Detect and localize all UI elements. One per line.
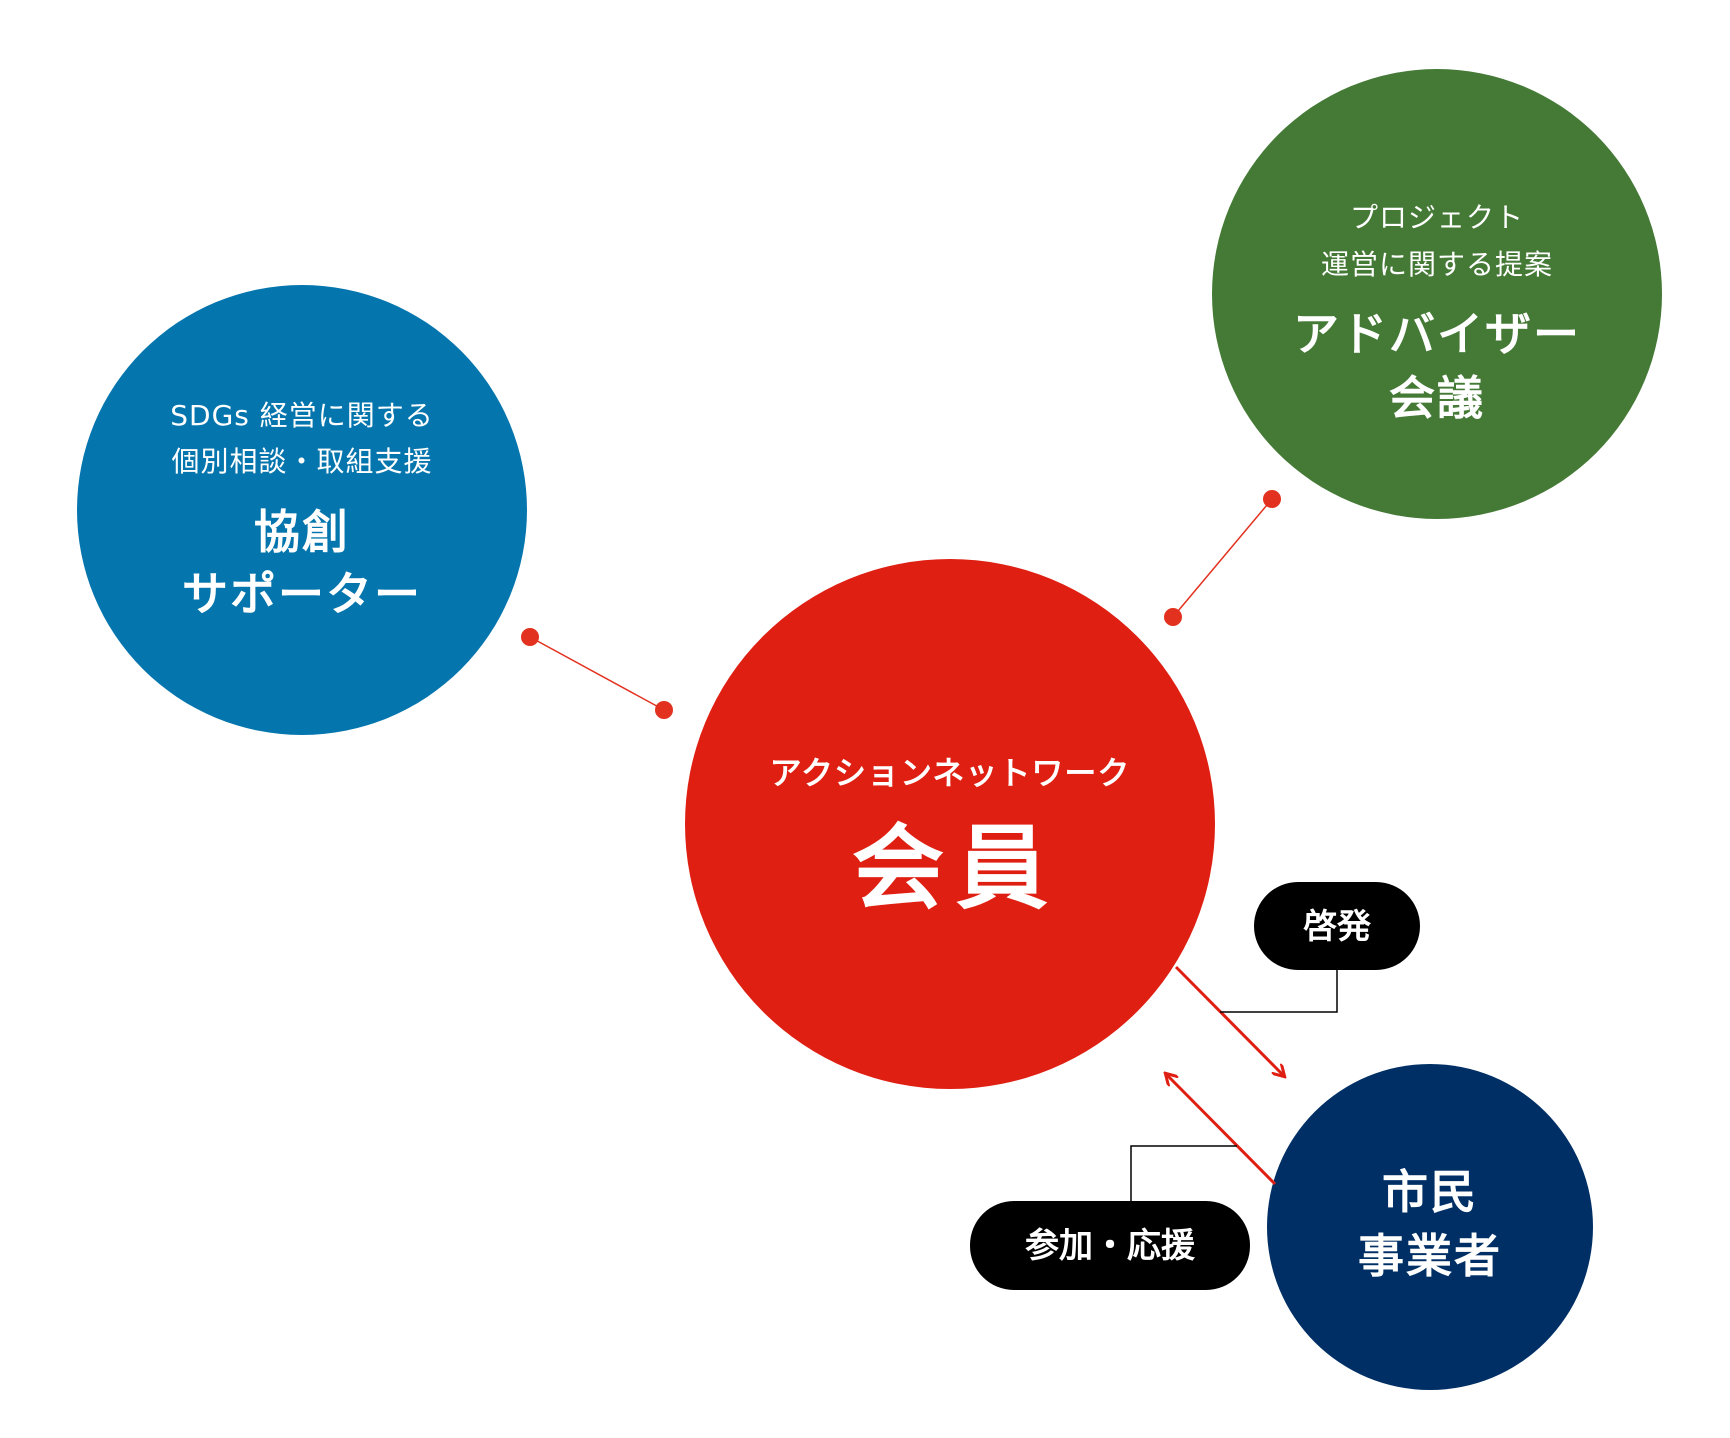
participate-label: 参加・応援 xyxy=(1025,1226,1196,1266)
advisor-node: プロジェクト 運営に関する提案 アドバイザー 会議 xyxy=(1212,69,1662,519)
kyoso-title-1: 協創 xyxy=(254,505,350,559)
advisor-title-2: 会議 xyxy=(1389,371,1485,425)
kyoso-supporter-node: SDGs 経営に関する 個別相談・取組支援 協創 サポーター xyxy=(77,285,527,735)
advisor-sub-2: 運営に関する提案 xyxy=(1321,248,1553,281)
kyoso-sub-1: SDGs 経営に関する xyxy=(170,399,434,432)
member-sub: アクションネットワーク xyxy=(770,754,1131,792)
arrow-citizen-to-member xyxy=(1166,1074,1277,1186)
connector-advisor-member xyxy=(1164,490,1281,626)
connector-dot xyxy=(655,701,673,719)
citizen-node: 市民 事業者 xyxy=(1267,1064,1593,1390)
kyoso-sub-2: 個別相談・取組支援 xyxy=(171,445,432,478)
enlighten-leader-line xyxy=(1220,970,1338,1013)
enlighten-label: 啓発 xyxy=(1303,907,1372,947)
member-title: 会員 xyxy=(852,815,1060,922)
participate-badge: 参加・応援 xyxy=(970,1201,1250,1290)
connector-kyoso-member xyxy=(521,628,673,719)
connector-dot xyxy=(1164,608,1182,626)
member-node: アクションネットワーク 会員 xyxy=(685,559,1215,1089)
arrow-member-to-citizen xyxy=(1174,965,1284,1076)
citizen-title-2: 事業者 xyxy=(1358,1229,1502,1283)
participate-leader-line xyxy=(1130,1145,1237,1201)
advisor-sub-1: プロジェクト xyxy=(1350,201,1524,234)
connector-dot xyxy=(521,628,539,646)
advisor-title-1: アドバイザー xyxy=(1293,307,1581,361)
connector-dot xyxy=(1263,490,1281,508)
enlighten-badge: 啓発 xyxy=(1254,882,1420,970)
kyoso-title-2: サポーター xyxy=(182,567,422,621)
citizen-title-1: 市民 xyxy=(1382,1165,1478,1219)
